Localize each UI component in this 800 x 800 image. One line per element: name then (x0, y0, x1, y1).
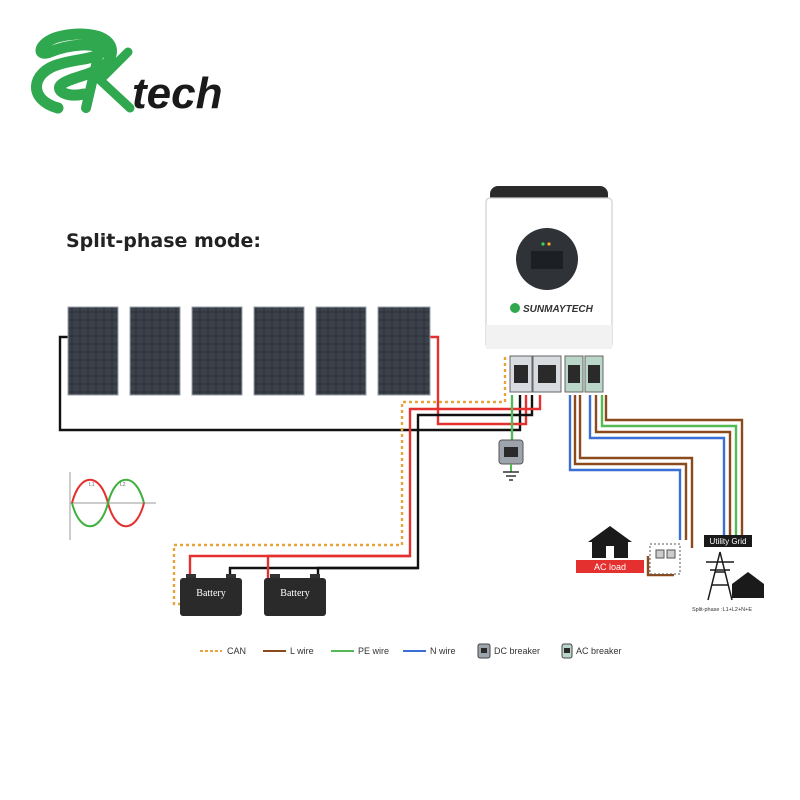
grid-house-icon (732, 572, 764, 598)
utility-grid: Utility Grid Split-phase :L1+L2+N+E (692, 535, 764, 613)
solar-panel (377, 306, 431, 396)
solar-panel (129, 306, 181, 396)
inverter-brand-text: SUNMAYTECH (523, 304, 594, 315)
solar-panel (67, 306, 119, 396)
legend-ac-breaker: AC breaker (576, 646, 622, 656)
solar-panel (253, 306, 305, 396)
company-logo: tech (31, 28, 222, 118)
l2-wave (71, 478, 145, 528)
split-phase-waveform: L1 L2 (69, 472, 156, 540)
dc-breaker-icon (477, 643, 491, 659)
dc-breaker-battery (532, 355, 562, 393)
legend-n-wire: N wire (430, 646, 456, 656)
legend-can: CAN (227, 646, 246, 656)
solar-panel (191, 306, 243, 396)
lcd-screen (531, 251, 563, 269)
battery-label: Battery (280, 588, 309, 599)
legend: CAN L wire PE wire N wire DC breaker AC … (200, 643, 622, 659)
diagram-title: Split-phase mode: (66, 230, 261, 252)
inverter: SUNMAYTECH (485, 186, 613, 393)
ac-breaker-icon (561, 643, 573, 659)
battery-bank: Battery Battery (180, 574, 326, 616)
inverter-brand-label: SUNMAYTECH (510, 303, 594, 315)
ac-load: AC load (576, 526, 681, 575)
split-phase-caption: Split-phase :L1+L2+N+E (692, 607, 752, 613)
solar-panel (315, 306, 367, 396)
wiring (58, 335, 744, 606)
ac-load-breaker (649, 543, 681, 575)
battery (264, 578, 326, 616)
l1-label: L1 (89, 482, 95, 488)
solar-array (67, 306, 431, 396)
legend-dc-breaker: DC breaker (494, 646, 540, 656)
battery (180, 578, 242, 616)
ac-load-label: AC load (594, 562, 626, 572)
transmission-tower-icon (706, 551, 734, 601)
legend-l-wire: L wire (290, 646, 314, 656)
l2-label: L2 (120, 482, 126, 488)
dc-breaker-ground (498, 439, 524, 481)
utility-grid-label: Utility Grid (710, 537, 747, 546)
house-icon (588, 526, 632, 558)
logo-tech-text: tech (132, 69, 222, 118)
legend-pe-wire: PE wire (358, 646, 389, 656)
battery-label: Battery (196, 588, 225, 599)
